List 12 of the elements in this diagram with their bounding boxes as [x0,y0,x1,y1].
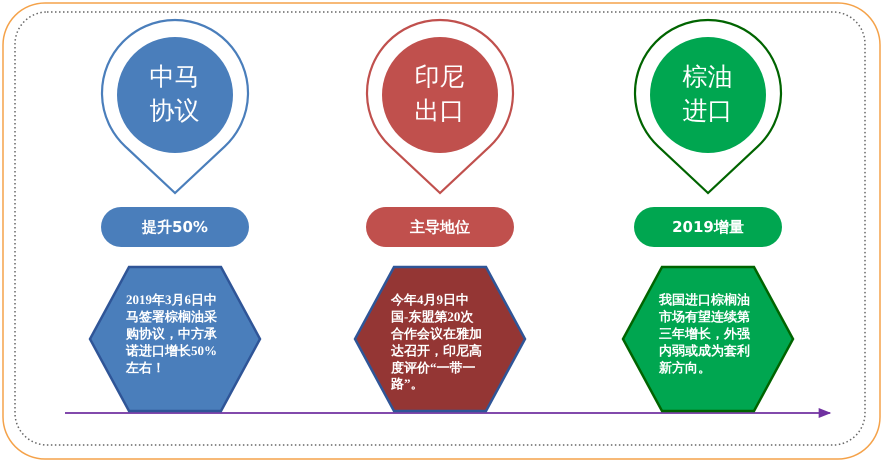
label-pill [634,207,782,247]
pin-title: 棕油进口 [681,63,734,127]
pill-text: 2019增量 [672,218,744,236]
pin-title: 印尼出口 [413,63,466,127]
label-pill [366,207,514,247]
description-text: 2019年3月6日中马签署棕榈油采购协议，中方承诺进口增长50%左右！ [126,292,218,376]
description-text: 我国进口棕榈油市场有望连续第三年增长，外强内弱或成为套利新方向。 [659,292,751,376]
pill-text: 提升50% [142,218,208,236]
description-text: 今年4月9日中国-东盟第20次合作会议在雅加达召开，印尼高度评价“一带一路”。 [391,292,483,394]
label-pill [101,207,249,247]
pill-text: 主导地位 [410,218,470,236]
pin-title: 中马协议 [148,63,200,127]
